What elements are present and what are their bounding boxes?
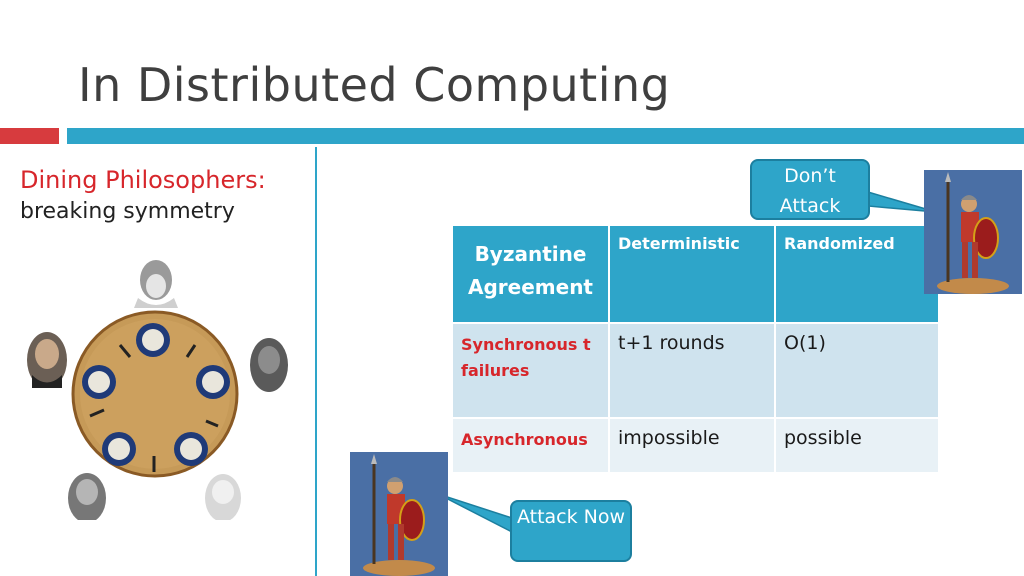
fork-icon	[205, 419, 219, 428]
fork-icon	[185, 344, 197, 358]
philosopher-bust-bottom-right	[205, 474, 241, 520]
table-header-deterministic: Deterministic	[610, 226, 776, 324]
cell-async-randomized: possible	[776, 419, 938, 474]
column-divider	[315, 147, 317, 576]
slide-title: In Distributed Computing	[78, 58, 671, 112]
table-header-randomized: Randomized	[776, 226, 938, 324]
table-header-corner: Byzantine Agreement	[453, 226, 610, 324]
byzantine-agreement-table: Byzantine Agreement Deterministic Random…	[453, 226, 938, 474]
left-heading: Dining Philosophers:	[20, 166, 266, 194]
attack-now-callout: Attack Now	[510, 500, 632, 562]
title-underline-blue	[67, 128, 1024, 144]
title-underline-red	[0, 128, 59, 144]
row-label-synchronous: Synchronous t failures	[453, 324, 610, 419]
philosopher-bust-bottom-left	[68, 473, 106, 520]
dont-attack-callout: Don’t Attack	[750, 159, 870, 220]
cell-sync-deterministic: t+1 rounds	[610, 324, 776, 419]
plate-icon	[196, 365, 230, 399]
fork-icon	[89, 408, 105, 418]
soldier-figure-right	[924, 170, 1022, 294]
callout-pointer-bottom	[437, 493, 513, 534]
plate-icon	[82, 365, 116, 399]
philosopher-portrait-left	[27, 332, 67, 388]
soldier-figure-left	[350, 452, 448, 576]
philosopher-bust-right	[250, 338, 288, 392]
cell-async-deterministic: impossible	[610, 419, 776, 474]
cell-sync-randomized: O(1)	[776, 324, 938, 419]
plate-icon	[136, 323, 170, 357]
left-subheading: breaking symmetry	[20, 199, 235, 224]
plate-icon	[174, 432, 208, 466]
row-label-asynchronous: Asynchronous	[453, 419, 610, 474]
philosopher-bust-top	[134, 260, 178, 308]
dining-philosophers-illustration	[27, 260, 288, 520]
fork-icon	[118, 344, 132, 358]
plate-icon	[102, 432, 136, 466]
